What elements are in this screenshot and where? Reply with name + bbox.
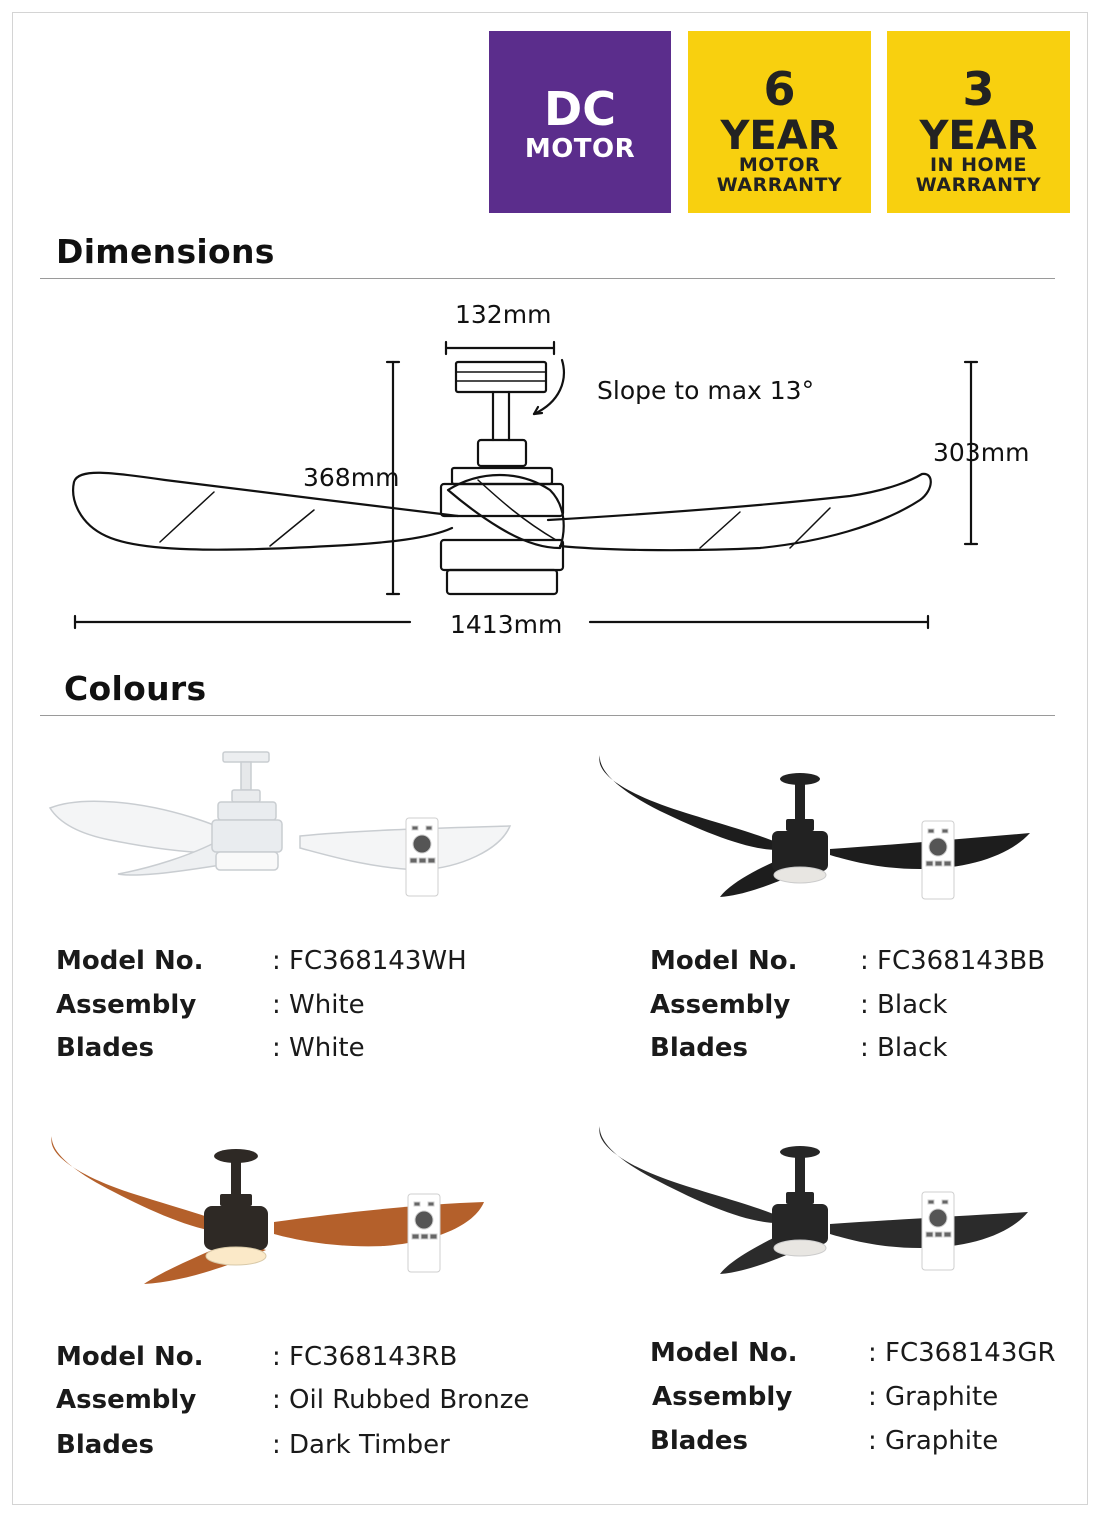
fan-image-bronze [51, 1136, 484, 1284]
assembly-label-3: Assembly [56, 1385, 197, 1415]
motor-warranty-line1: MOTOR [738, 154, 821, 176]
home-warranty-line2: WARRANTY [915, 174, 1042, 196]
fan-image-graphite [599, 1126, 1028, 1274]
assembly-value-2: : Black [860, 990, 948, 1020]
blades-value-1: : White [272, 1033, 365, 1063]
fan-image-black [599, 755, 1030, 900]
overall-height-label: 368mm [303, 463, 400, 492]
motor-warranty-badge: 6 YEAR MOTOR WARRANTY [688, 31, 871, 213]
model-number-3: : FC368143RB [272, 1342, 458, 1372]
blades-label-1: Blades [56, 1033, 154, 1063]
assembly-label-4: Assembly [652, 1382, 793, 1412]
remote-control-black [921, 820, 955, 900]
dimensions-divider [40, 278, 1055, 279]
canopy-width-label: 132mm [455, 300, 552, 329]
home-warranty-unit: YEAR [919, 113, 1038, 159]
motor-warranty-unit: YEAR [720, 113, 839, 159]
remote-control-white [405, 817, 439, 897]
model-label-4: Model No. [650, 1338, 798, 1368]
dc-motor-badge: DC MOTOR [489, 31, 671, 213]
remote-control-bronze [407, 1193, 441, 1273]
model-number-4: : FC368143GR [868, 1338, 1056, 1368]
motor-warranty-line2: WARRANTY [716, 174, 843, 196]
blades-label-2: Blades [650, 1033, 748, 1063]
model-number-2: : FC368143BB [860, 946, 1046, 976]
model-number-1: : FC368143WH [272, 946, 467, 976]
dimensions-heading: Dimensions [56, 232, 275, 271]
dc-badge-line1: DC [544, 82, 616, 136]
assembly-value-3: : Oil Rubbed Bronze [272, 1385, 530, 1415]
assembly-value-1: : White [272, 990, 365, 1020]
page-frame [12, 12, 1088, 1505]
dc-badge-line2: MOTOR [524, 134, 636, 164]
dimension-drawing [72, 340, 979, 630]
blades-value-2: : Black [860, 1033, 948, 1063]
model-label-3: Model No. [56, 1342, 204, 1372]
assembly-label-1: Assembly [56, 990, 197, 1020]
colours-divider [40, 715, 1055, 716]
home-warranty-badge: 3 YEAR IN HOME WARRANTY [887, 31, 1070, 213]
slope-label: Slope to max 13° [597, 376, 815, 405]
diameter-label: 1413mm [450, 610, 563, 639]
assembly-value-4: : Graphite [868, 1382, 999, 1412]
blades-value-3: : Dark Timber [272, 1430, 450, 1460]
remote-control-graphite [921, 1191, 955, 1271]
assembly-label-2: Assembly [650, 990, 791, 1020]
model-label-2: Model No. [650, 946, 798, 976]
fan-image-white [48, 751, 512, 897]
colours-heading: Colours [64, 669, 207, 708]
blade-height-label: 303mm [933, 438, 1030, 467]
model-label-1: Model No. [56, 946, 204, 976]
home-warranty-number: 3 [962, 62, 995, 116]
blades-label-3: Blades [56, 1430, 154, 1460]
blades-label-4: Blades [650, 1426, 748, 1456]
blades-value-4: : Graphite [868, 1426, 999, 1456]
motor-warranty-number: 6 [763, 62, 796, 116]
home-warranty-line1: IN HOME [929, 154, 1028, 176]
